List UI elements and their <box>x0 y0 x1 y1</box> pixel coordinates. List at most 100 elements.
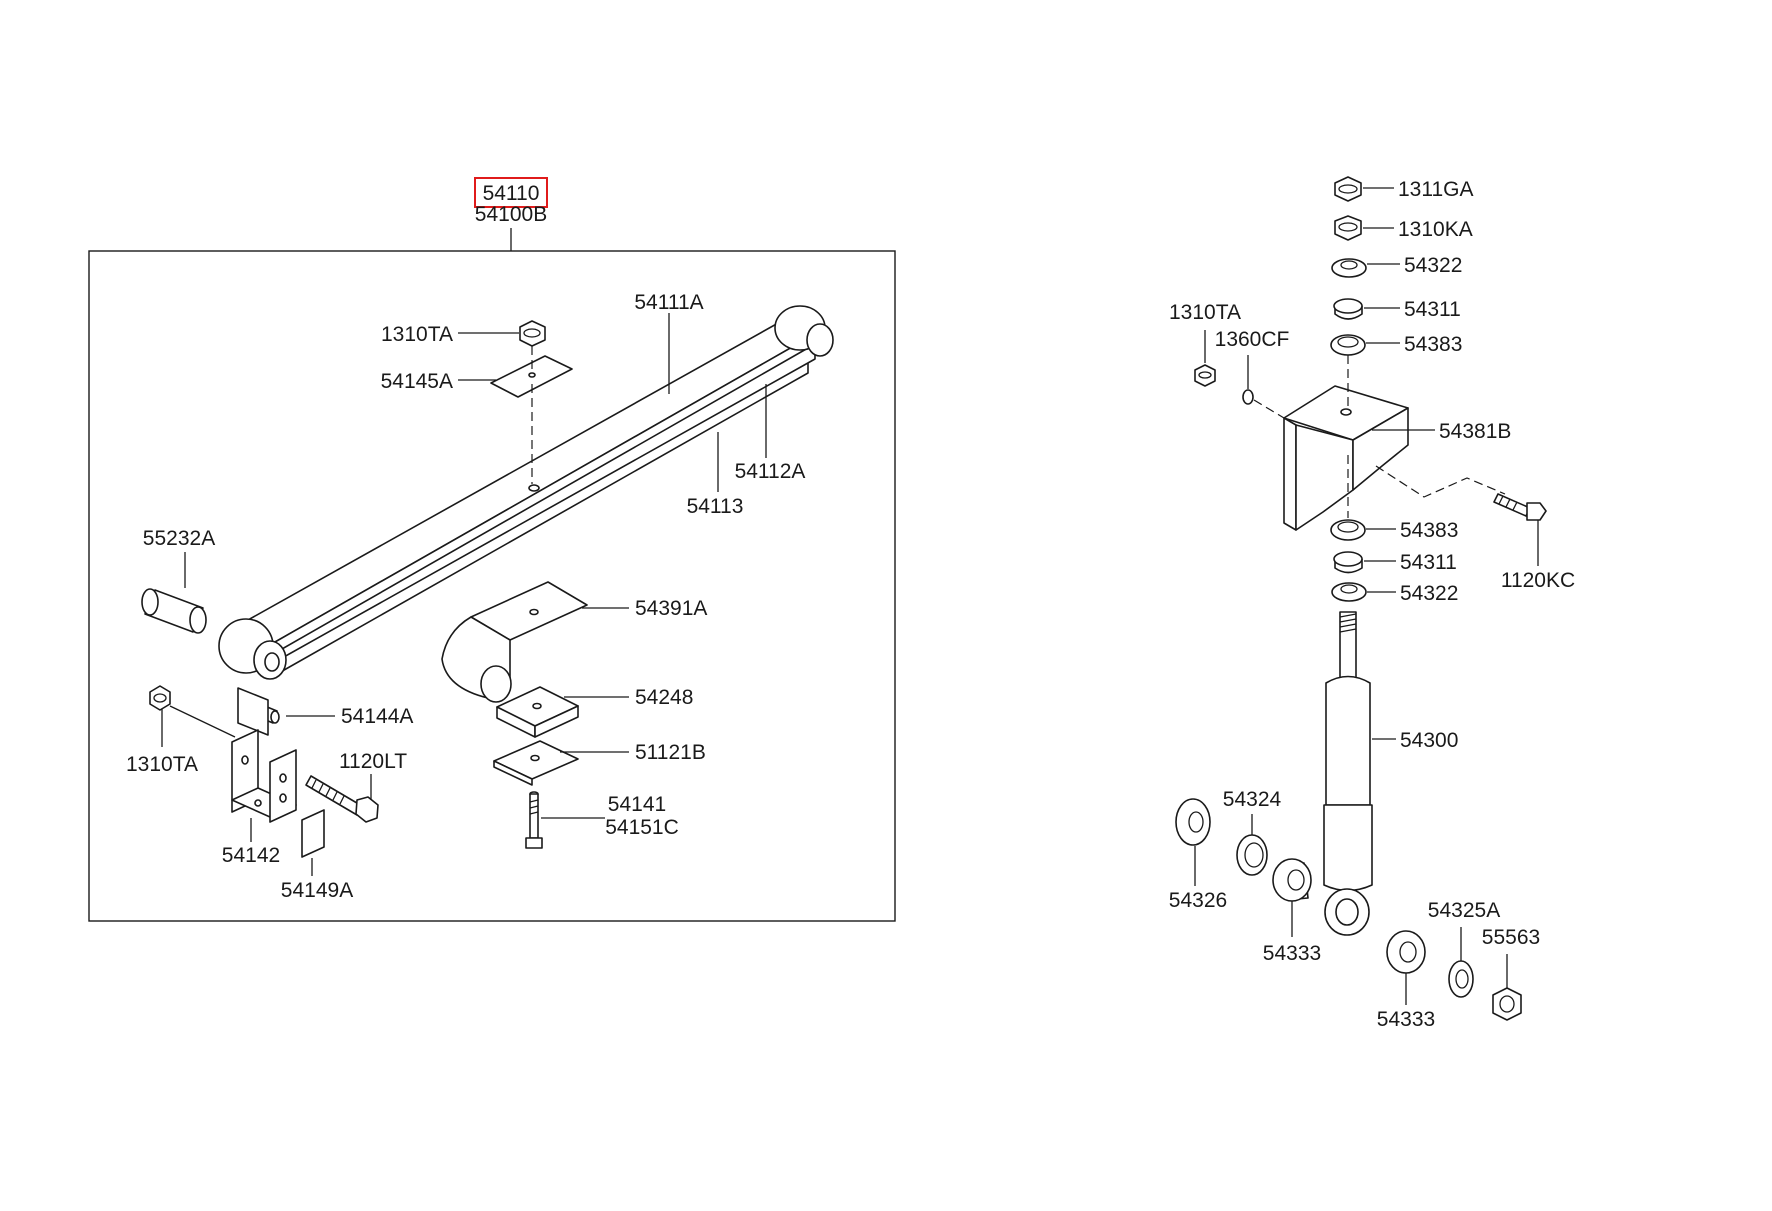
label-55563[interactable]: 55563 <box>1482 926 1540 949</box>
center-bolt-hole <box>528 484 540 492</box>
eye-nut-face <box>1499 995 1515 1013</box>
rear-eye-hole <box>806 323 834 357</box>
bracket-bolt-thread <box>1498 495 1518 511</box>
label-54111a[interactable]: 54111A <box>634 291 703 314</box>
label-1310ta-top[interactable]: 1310TA <box>381 323 453 346</box>
label-51121b[interactable]: 51121B <box>635 741 706 764</box>
shackle-front <box>269 749 297 823</box>
label-54324[interactable]: 54324 <box>1223 788 1282 811</box>
label-54248[interactable]: 54248 <box>635 686 693 709</box>
seat-eye <box>480 665 512 703</box>
label-1120kc[interactable]: 1120KC <box>1501 569 1575 592</box>
shock-drawing <box>1175 176 1547 1021</box>
label-1120lt[interactable]: 1120LT <box>339 750 407 773</box>
label-54381b[interactable]: 54381B <box>1439 420 1511 443</box>
label-54333-right[interactable]: 54333 <box>1377 1008 1435 1031</box>
bushing-end <box>189 606 207 634</box>
lower-plate-hole <box>530 754 540 762</box>
washer-axis <box>1253 399 1285 419</box>
shackle-plate <box>301 809 325 858</box>
label-54100b[interactable]: 54100B <box>475 203 547 226</box>
shock-eye-hole <box>1335 898 1359 926</box>
top-nut-face <box>1338 184 1358 194</box>
lower-bushing-top <box>1333 551 1363 567</box>
label-1311ga[interactable]: 1311GA <box>1398 178 1474 201</box>
bracket-back <box>1283 417 1297 531</box>
top-hardware <box>490 320 573 484</box>
u-bolt-thread <box>529 799 539 815</box>
label-54326[interactable]: 54326 <box>1169 889 1227 912</box>
leaf-spring-labels: 1310TA 54145A 54111A 54112A 54113 55232A… <box>126 291 805 902</box>
label-54311-lower[interactable]: 54311 <box>1400 551 1457 574</box>
eye-washer-hole <box>1455 969 1469 989</box>
shackle-nut-face <box>153 693 167 703</box>
u-bolt-seat <box>441 581 588 703</box>
label-54112a[interactable]: 54112A <box>735 460 806 483</box>
shackle <box>231 729 297 823</box>
label-54311-upper[interactable]: 54311 <box>1404 298 1461 321</box>
eye-bushing-right-hole <box>1399 941 1417 963</box>
upper-retainer <box>1330 334 1366 356</box>
shackle-nut-icon <box>149 685 171 711</box>
seat-hole <box>529 608 539 616</box>
label-54383-upper[interactable]: 54383 <box>1404 333 1462 356</box>
spacer-plate <box>496 686 579 738</box>
u-bolt-head-icon <box>525 837 543 849</box>
label-54322-upper[interactable]: 54322 <box>1404 254 1462 277</box>
label-1310ta-shackle[interactable]: 1310TA <box>126 753 198 776</box>
eye-washer <box>1448 960 1474 998</box>
label-54322-lower[interactable]: 54322 <box>1400 582 1458 605</box>
label-1310ta-bracket[interactable]: 1310TA <box>1169 301 1241 324</box>
bolt-head-icon <box>355 796 379 823</box>
hex-nut-icon <box>519 320 546 347</box>
shackle-hole-4 <box>254 799 262 807</box>
inner-washer-hole <box>1244 842 1264 868</box>
eye-bushing-right <box>1386 930 1426 974</box>
shock-lower-tube <box>1323 804 1373 892</box>
eye-bushing-left <box>1272 858 1312 902</box>
label-54142[interactable]: 54142 <box>222 844 280 867</box>
label-54333-left[interactable]: 54333 <box>1263 942 1321 965</box>
shackle-hole-1 <box>241 755 249 765</box>
lower-retainer-hole <box>1337 521 1359 533</box>
label-54141[interactable]: 54141 <box>608 793 666 816</box>
shackle-pin <box>237 687 280 736</box>
label-55232a[interactable]: 55232A <box>143 527 215 550</box>
label-54144a[interactable]: 54144A <box>341 705 413 728</box>
label-54391a[interactable]: 54391A <box>635 597 707 620</box>
label-1310ka[interactable]: 1310KA <box>1398 218 1473 241</box>
label-54145a[interactable]: 54145A <box>381 370 453 393</box>
eye-bushing-left-hole <box>1287 869 1305 891</box>
bolt-path <box>1375 465 1506 498</box>
assembly-header: 54110 54100B <box>474 177 548 251</box>
bracket-nut-face <box>1198 371 1212 379</box>
front-eye-inner <box>264 652 280 672</box>
label-54383-lower[interactable]: 54383 <box>1400 519 1458 542</box>
leaf-spring-drawing <box>218 305 834 680</box>
hex-nut-face <box>523 328 541 338</box>
top-nut-icon <box>1334 176 1362 202</box>
shock-upper-tube <box>1325 675 1371 806</box>
shackle-hole-2 <box>279 773 287 783</box>
label-1360cf[interactable]: 1360CF <box>1215 328 1290 351</box>
bracket-bolt-head-icon <box>1526 502 1547 521</box>
shackle-bolt <box>305 775 379 823</box>
label-54113[interactable]: 54113 <box>687 495 744 518</box>
label-54110[interactable]: 54110 <box>483 182 540 205</box>
front-bushing <box>141 588 207 634</box>
lower-plate <box>493 740 579 786</box>
bracket-nut-icon <box>1194 364 1216 387</box>
upper-retainer-hole <box>1337 336 1359 348</box>
label-54149a[interactable]: 54149A <box>281 879 353 902</box>
label-54151c[interactable]: 54151C <box>605 816 679 839</box>
outer-washer-hole <box>1188 811 1204 833</box>
spacer-plate-hole <box>532 702 542 710</box>
bracket-bolt-shank <box>1493 493 1531 517</box>
leader-lines <box>161 187 1539 1005</box>
lower-washer-hole <box>1340 584 1358 594</box>
label-54325a[interactable]: 54325A <box>1428 899 1500 922</box>
bracket-right <box>1352 407 1409 491</box>
shackle-hole-3 <box>279 793 287 803</box>
label-54300[interactable]: 54300 <box>1400 729 1458 752</box>
